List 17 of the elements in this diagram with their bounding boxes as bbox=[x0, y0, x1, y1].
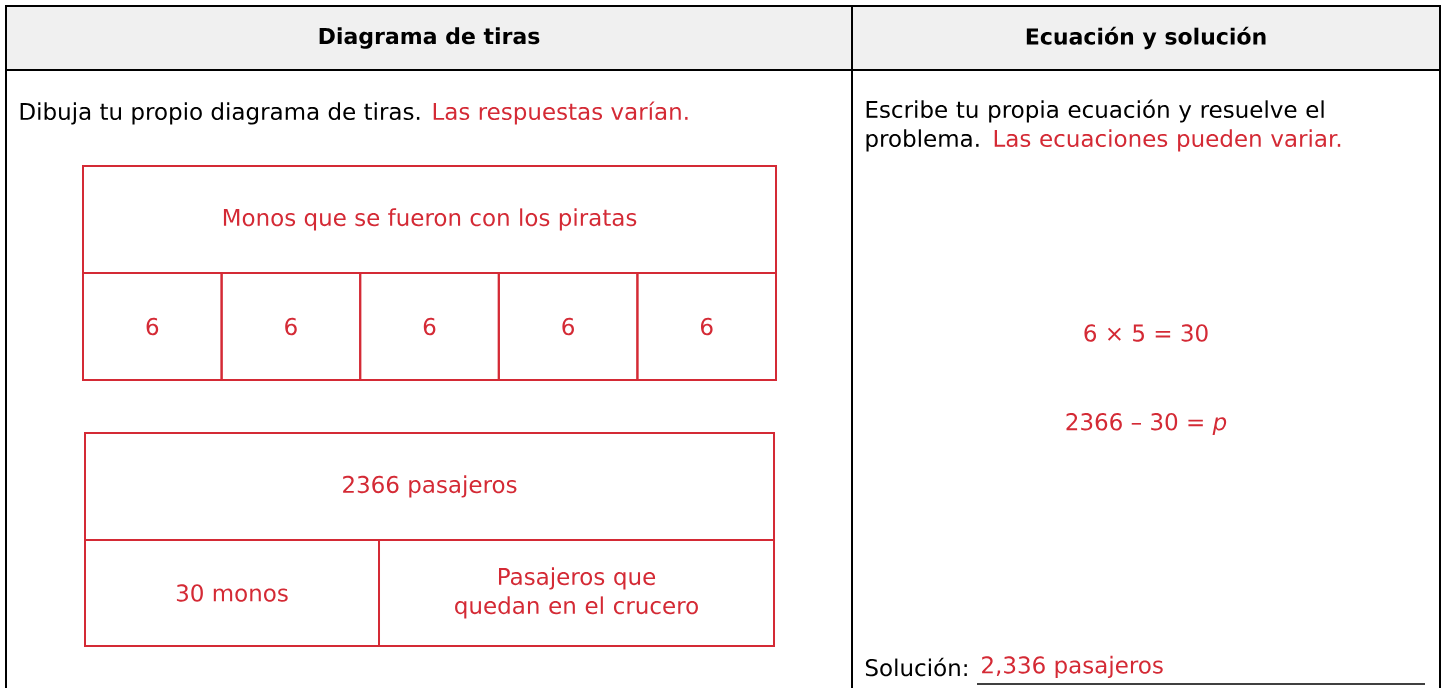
instruction-text: Dibuja tu propio diagrama de tiras. Las respuestas varían. bbox=[20, 101, 688, 125]
tape-cell: 6 bbox=[359, 272, 500, 381]
answer-text: 2,336 pasajeros bbox=[982, 655, 1163, 679]
tape-cell: 2366 pasajeros bbox=[84, 432, 775, 541]
header-cell: Diagrama de tiras bbox=[6, 6, 852, 70]
tape-cell: Monos que se fueron con los piratas bbox=[82, 165, 777, 274]
equation-text: 2366 – 30 = p bbox=[1066, 413, 1227, 435]
tape-cell: 30 monos bbox=[84, 539, 380, 647]
header-cell: Ecuación y solución bbox=[852, 6, 1440, 70]
tape-cell: Pasajeros que quedan en el crucero bbox=[378, 539, 775, 647]
solution-label: Solución: bbox=[865, 657, 967, 677]
tape-cell: 6 bbox=[497, 272, 639, 381]
equation-text: 6 × 5 = 30 bbox=[1084, 324, 1208, 342]
tape-cell: 6 bbox=[220, 272, 362, 381]
tape-cell: 6 bbox=[82, 272, 223, 381]
instruction-text: Escribe tu propia ecuación y resuelve el problema. Las ecuaciones pueden variar. bbox=[866, 99, 1341, 152]
tape-cell: 6 bbox=[636, 272, 777, 381]
